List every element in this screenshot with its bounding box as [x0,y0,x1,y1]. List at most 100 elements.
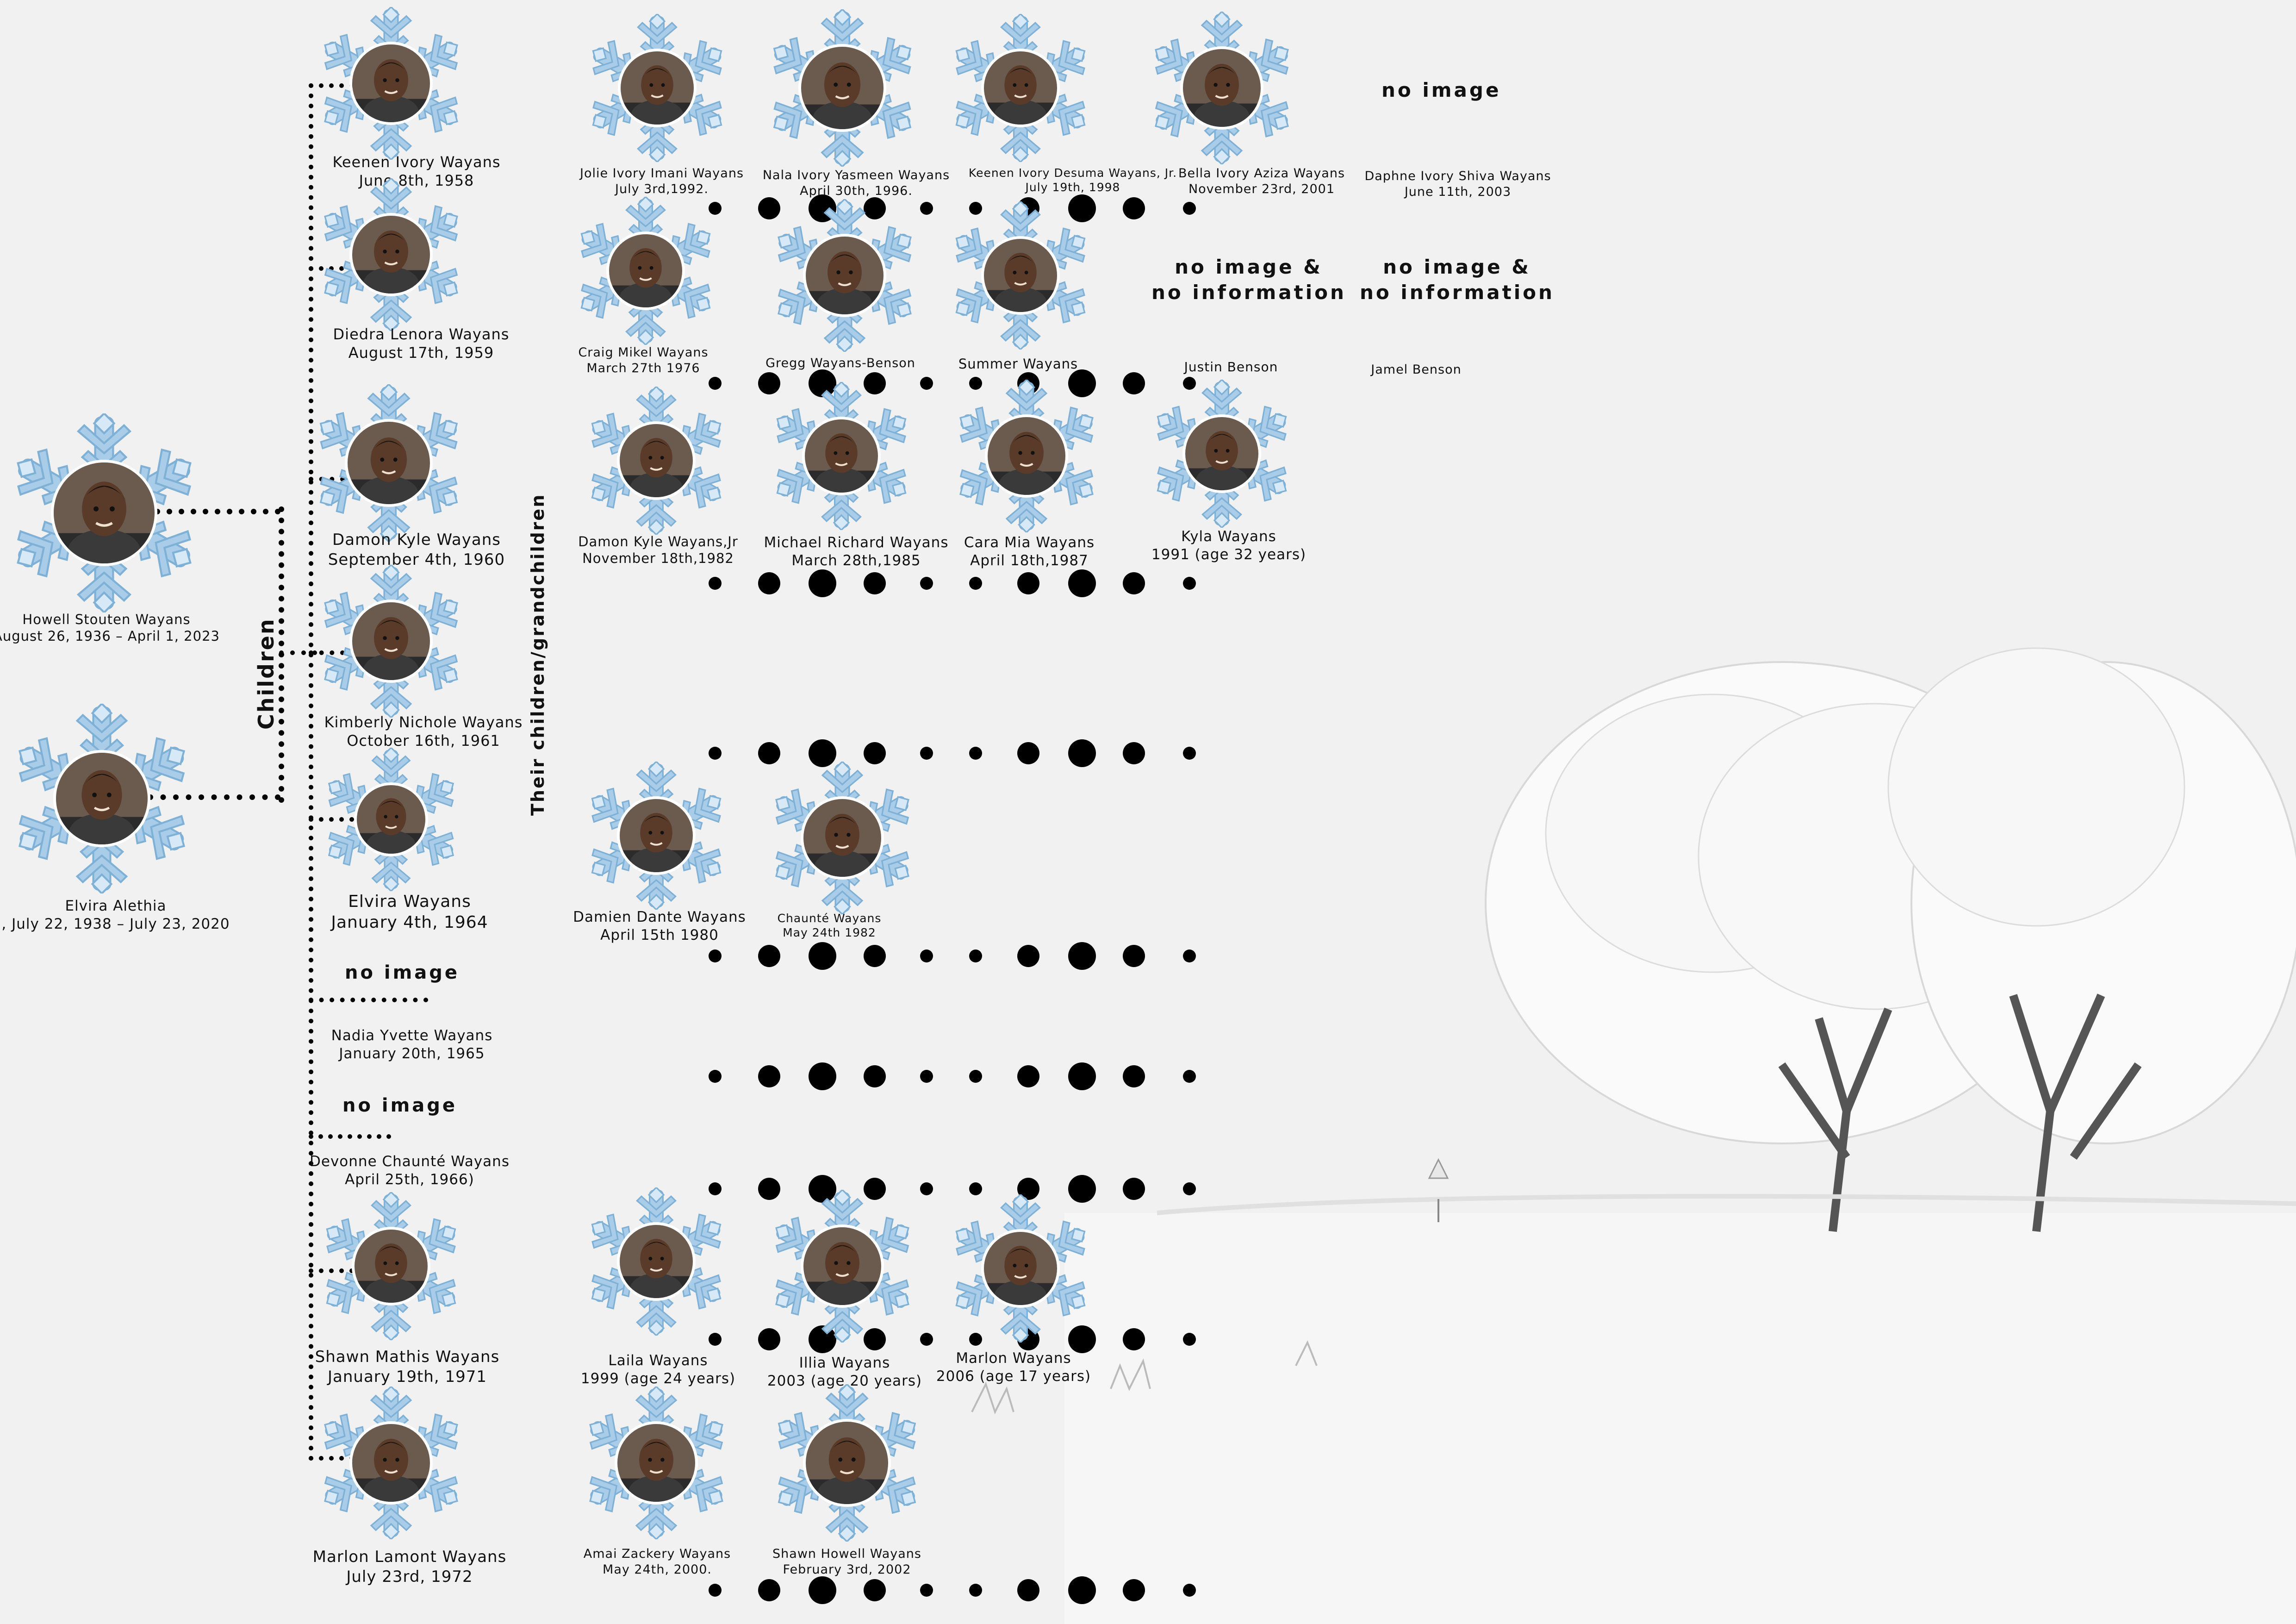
row-dot [1017,1579,1039,1601]
connector-dot [309,1181,313,1186]
grandchild-jolie [583,14,731,162]
connector-dot [339,1456,344,1461]
connector-dot [309,246,313,251]
child-name: Diedra Lenora Wayans [333,325,510,343]
child-damon [310,384,467,542]
connector-dot [309,764,313,769]
grandchild-summer [946,201,1095,350]
row-dot [709,1070,722,1083]
grandchild-marlon-son [946,1194,1095,1343]
connector-dot [309,1436,313,1441]
child-caption: Kimberly Nichole Wayans October 16th, 19… [308,713,539,750]
row-dot [1183,1584,1196,1597]
row-dot [758,372,780,394]
connector-dot [309,592,313,597]
connector-dot [279,730,284,736]
child-caption: Keenen Ivory Wayans June 8th, 1958 [301,153,532,190]
child-dates: October 16th, 1961 [347,732,500,750]
connector-dot [279,786,284,792]
connector-dot [309,662,313,668]
connector-dot [309,185,313,190]
connector-dot [279,752,284,758]
connector-dot [338,1134,342,1139]
grandchild-caption: Justin Benson [1115,359,1347,375]
grandchild-name: Marlon Wayans [956,1350,1071,1367]
connector-dot [329,1456,334,1461]
connector-dot [309,866,313,871]
connector-dot [309,805,313,810]
row-dot [1068,569,1096,597]
row-dot [1183,377,1196,390]
connector-dot [279,674,284,680]
connector-dot [279,551,284,557]
row-dot [920,377,933,390]
connector-dot [413,998,418,1002]
child-caption: Nadia Yvette Wayans January 20th, 1965 [296,1027,528,1063]
connector-dot [348,1134,352,1139]
connector-dot [309,795,313,800]
connector-dot [381,998,386,1002]
connector-dot [309,581,313,587]
person-photo [617,796,696,875]
person-photo [53,750,150,847]
parent-dates: August 26, 1936 – April 1, 2023 [0,628,220,644]
connector-dot [309,1008,313,1013]
grandchild-caption: Shawn Howell Wayans February 3rd, 2002 [731,1546,963,1578]
row-dot [1068,1062,1096,1090]
connector-dot [309,1120,313,1125]
connector-dot [309,398,313,403]
grandchild-damon-jr [582,387,730,535]
connector-dot [279,640,284,646]
connector-dot [309,1242,313,1247]
connector-dot [279,707,284,713]
grandchild-name: Damien Dante Wayans [573,909,746,925]
grandchild-name: Nala Ivory Yasmeen Wayans [762,168,950,182]
connector-dot [309,1324,313,1329]
connector-dot [309,775,313,780]
parent-dates: , July 22, 1938 – July 23, 2020 [1,915,230,932]
grandchild-dates: May 24th, 2000. [603,1562,712,1577]
connector-dot [203,509,208,514]
row-dot [1017,1065,1039,1087]
grandchild-name: Kyla Wayans [1181,528,1276,545]
row-dot [1068,194,1096,222]
row-dot [864,1328,886,1350]
connector-dot [309,673,313,678]
connector-dot [309,683,313,688]
connector-dot [309,439,313,444]
connector-dot [309,1446,313,1451]
grandchild-cara [950,380,1103,532]
connector-dot [328,1134,333,1139]
row-dot [1123,572,1145,594]
connector-dot [309,650,313,655]
connector-dot [319,998,324,1002]
person-photo [51,460,157,566]
connector-dot [339,266,344,271]
row-dot [920,1182,933,1195]
parent-name: Elvira Alethia [65,898,167,914]
connector-dot [309,297,313,302]
person-photo [349,600,433,683]
grandchild-caption: Damien Dante Wayans April 15th 1980 [544,908,775,944]
person-photo [618,49,697,127]
row-dot [709,1333,722,1346]
grandchild-name: Jamel Benson [1371,362,1462,377]
right-tree-icon [1887,647,2296,1232]
connector-dot [309,164,313,169]
child-kimberly [315,565,467,718]
connector-dot [279,629,284,635]
grandchild-damien [582,762,730,910]
no-info-label: no image & no information [1360,256,1555,304]
connector-dot [309,348,313,353]
grandchild-name: Amai Zackery Wayans [583,1547,731,1561]
grandchild-caption: Nala Ivory Yasmeen Wayans April 30th, 19… [740,168,972,199]
connector-dot [402,998,407,1002]
connector-dot [211,794,217,800]
row-dot [758,572,780,594]
child-dates: July 23rd, 1972 [346,1567,473,1586]
child-dates: January 19th, 1971 [328,1367,487,1386]
no-image-label: no image [1381,79,1501,101]
connector-dot [309,1161,313,1166]
row-dot [809,739,836,767]
grandchild-craig [572,197,720,345]
